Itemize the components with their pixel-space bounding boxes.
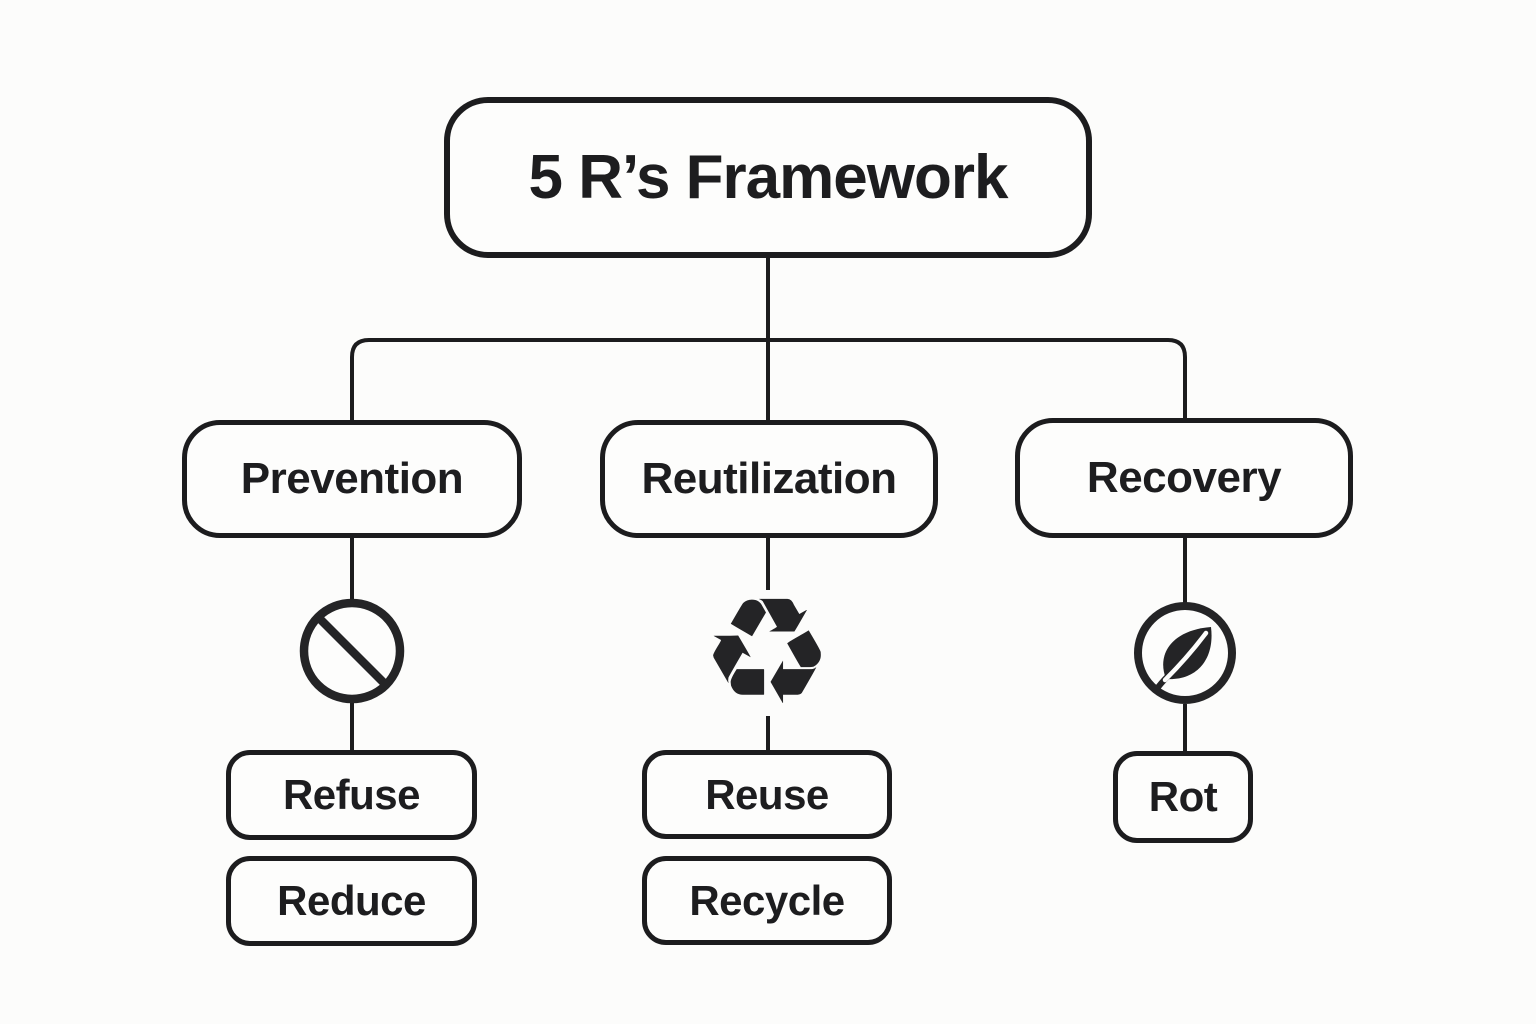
prohibition-icon — [299, 598, 405, 704]
recycle-icon: ♻ — [666, 573, 868, 731]
child-node-rot: Rot — [1113, 751, 1253, 843]
child-node-reduce: Reduce — [226, 856, 477, 946]
child-label-reduce: Reduce — [277, 877, 426, 924]
leaf-icon — [1134, 602, 1236, 704]
child-label-reuse: Reuse — [705, 770, 829, 818]
child-node-refuse: Refuse — [226, 750, 477, 840]
branch-node-recovery: Recovery — [1015, 418, 1353, 538]
child-label-rot: Rot — [1148, 773, 1218, 820]
branch-node-prevention: Prevention — [182, 420, 522, 538]
branch-label-prevention: Prevention — [240, 454, 464, 503]
branch-node-reutilization: Reutilization — [600, 420, 938, 538]
child-label-recycle: Recycle — [689, 876, 845, 924]
branch-label-reutilization: Reutilization — [641, 454, 897, 503]
branch-label-recovery: Recovery — [1086, 453, 1282, 502]
child-node-reuse: Reuse — [642, 750, 892, 839]
child-label-refuse: Refuse — [282, 771, 421, 818]
root-node-framework: 5 R’s Framework — [444, 97, 1092, 258]
diagram-title: 5 R’s Framework — [528, 143, 1009, 212]
recycle-icon-glyph: ♻ — [700, 566, 834, 738]
child-node-recycle: Recycle — [642, 856, 892, 945]
